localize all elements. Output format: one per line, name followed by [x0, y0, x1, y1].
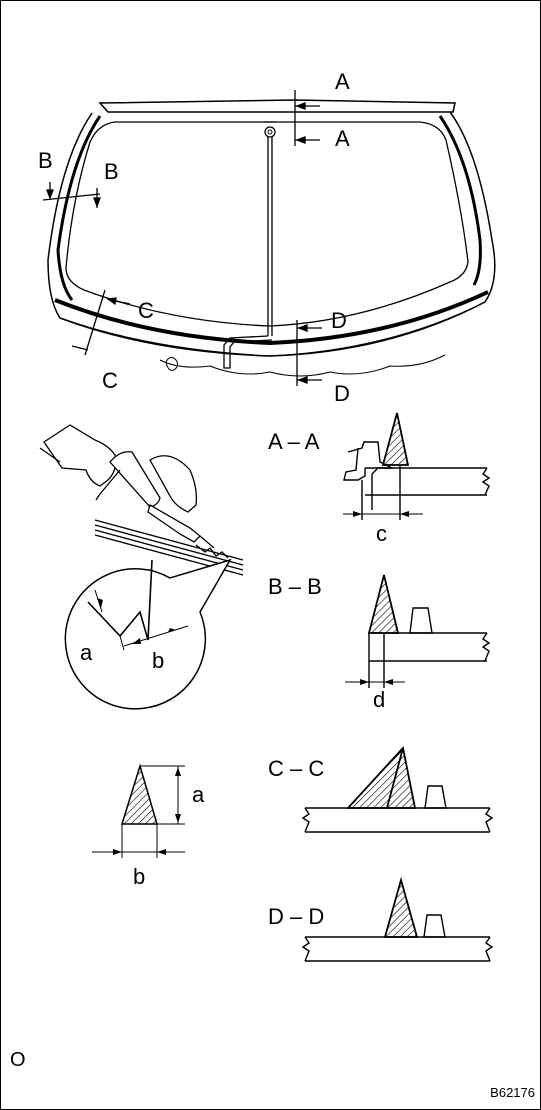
windshield-top-edge [98, 99, 456, 113]
windshield-illustration [47, 99, 496, 377]
profile-dim-b: b [133, 864, 145, 889]
section-aa-drawing [343, 412, 491, 520]
bead-zigzag [87, 559, 153, 641]
section-aa-title: A – A [268, 429, 320, 454]
section-dd-title: D – D [268, 904, 324, 929]
bead-profile [92, 763, 185, 858]
cut-line-b [42, 182, 101, 208]
bead-profile-triangle [120, 763, 159, 825]
cut-line-a [294, 90, 320, 146]
cut-label-d-top: D [331, 308, 347, 333]
cut-label-b-left: B [38, 148, 53, 173]
corner-label: O [10, 1049, 26, 1071]
section-bb-dim-d: d [373, 687, 385, 712]
section-cc-drawing [301, 746, 494, 833]
section-cc-title: C – C [268, 756, 324, 781]
detail-dim-a: a [80, 640, 93, 665]
cut-label-a-top: A [335, 69, 350, 94]
cut-label-d-bottom: D [334, 381, 350, 406]
bead-detail-magnifier [64, 558, 232, 710]
cut-label-c-top: C [138, 298, 154, 323]
sealant-gun-illustration [39, 424, 244, 576]
section-bb-drawing [345, 574, 491, 688]
section-dd-drawing [301, 876, 494, 962]
figure-code: B62176 [490, 1085, 535, 1100]
section-aa-dim-c: c [376, 521, 387, 546]
cut-label-b-right: B [104, 159, 119, 184]
windshield-lower-molding [54, 290, 489, 346]
cut-line-c [71, 289, 131, 356]
profile-dim-a: a [192, 782, 205, 807]
cut-label-a-bottom: A [335, 126, 350, 151]
windshield-glass-outline [65, 121, 469, 327]
windshield-outer-edge-2 [56, 115, 102, 301]
cut-label-c-bottom: C [102, 368, 118, 393]
cut-line-d [296, 320, 322, 386]
section-bb-title: B – B [268, 574, 322, 599]
antenna-connector-icon [264, 126, 276, 138]
detail-dim-b: b [152, 648, 164, 673]
